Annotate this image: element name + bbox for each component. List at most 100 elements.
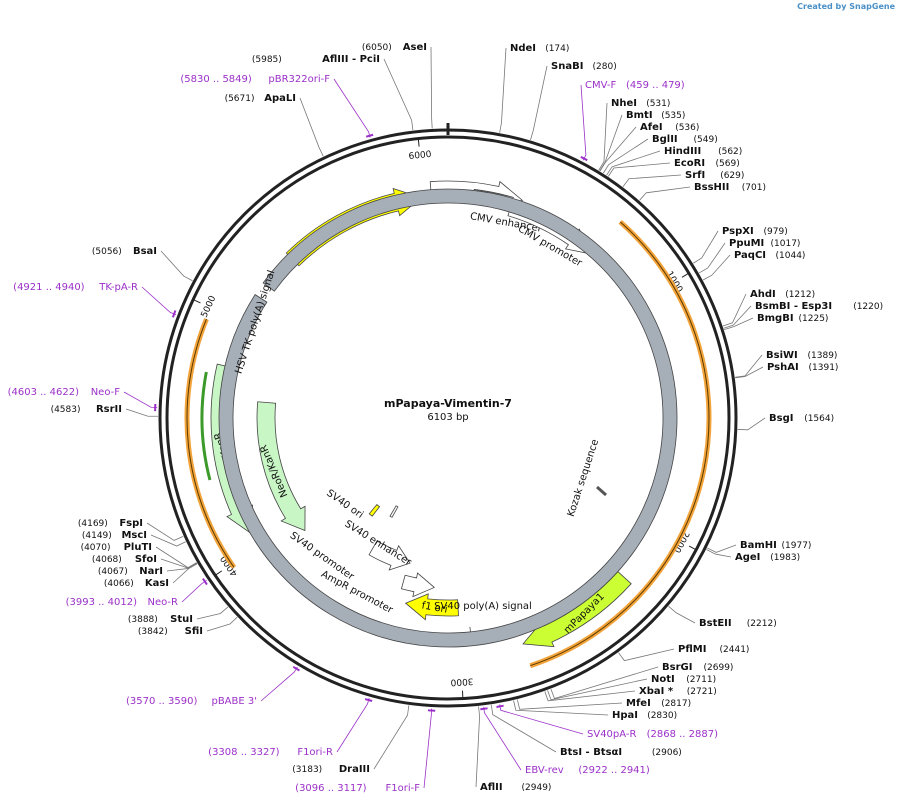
primer-leader <box>333 78 371 138</box>
primer-leader <box>483 706 522 771</box>
enzyme-name[interactable]: MfeI <box>626 698 651 709</box>
enzyme-leader <box>547 678 648 701</box>
orf-arc-line <box>186 318 235 568</box>
enzyme-name[interactable]: MscI <box>121 530 147 541</box>
enzyme-leader <box>299 97 324 157</box>
enzyme-name[interactable]: NotI <box>651 674 675 685</box>
enzyme-name[interactable]: AflIII - PciI <box>322 54 380 65</box>
enzyme-position: (5985) <box>252 55 282 65</box>
enzyme-name[interactable]: BsaI <box>133 246 157 257</box>
enzyme-name[interactable]: ApaLI <box>264 93 296 104</box>
enzyme-name[interactable]: BmtI <box>626 110 653 121</box>
primer-name[interactable]: EBV-rev <box>525 765 564 776</box>
enzyme-name[interactable]: PluTI <box>124 542 152 553</box>
enzyme-leader <box>724 317 754 331</box>
credit-brand: SnapGene <box>849 2 895 11</box>
enzyme-leader <box>723 305 752 329</box>
enzyme-name[interactable]: BmgBI <box>757 313 794 324</box>
primer-name[interactable]: Neo-F <box>91 387 121 398</box>
enzyme-name[interactable]: HindIII <box>664 146 701 157</box>
primer-range: (4603 .. 4622) <box>8 387 80 398</box>
primer-name[interactable]: pBABE 3' <box>211 696 257 707</box>
primer-name[interactable]: F1ori-R <box>297 747 333 758</box>
primer-range: (3096 .. 3117) <box>295 783 367 794</box>
enzyme-leader <box>722 293 747 327</box>
enzyme-name[interactable]: AfeI <box>640 122 663 133</box>
enzyme-name[interactable]: BsiWI <box>766 350 798 361</box>
enzyme-position: (1017) <box>771 239 801 249</box>
enzyme-position: (629) <box>720 171 744 181</box>
enzyme-position: (4169) <box>78 519 108 529</box>
enzyme-name[interactable]: HpaI <box>612 710 638 721</box>
enzyme-leader <box>150 534 186 547</box>
enzyme-name[interactable]: EcoRI <box>674 158 705 169</box>
cmv-gap <box>473 189 514 199</box>
enzyme-position: (4583) <box>51 405 81 415</box>
enzyme-name[interactable]: StuI <box>170 614 193 625</box>
enzyme-name[interactable]: PflMI <box>678 644 706 655</box>
enzyme-name[interactable]: BamHI <box>740 540 777 551</box>
primer-name[interactable]: SV40pA-R <box>587 729 636 740</box>
enzyme-name[interactable]: SrfI <box>685 170 705 181</box>
enzyme-position: (4067) <box>98 567 128 577</box>
primer-range: (3993 .. 4012) <box>66 597 138 608</box>
enzyme-name[interactable]: XbaI * <box>639 686 674 697</box>
primer-name[interactable]: F1ori-F <box>386 783 421 794</box>
primer-name[interactable]: TK-pA-R <box>98 282 138 293</box>
enzyme-position: (569) <box>716 159 740 169</box>
enzyme-leader <box>693 230 719 264</box>
enzyme-name[interactable]: SfiI <box>185 626 203 637</box>
enzyme-leader <box>737 417 766 431</box>
enzyme-name[interactable]: DraIII <box>339 764 370 775</box>
enzyme-leader <box>602 138 649 174</box>
enzyme-name[interactable]: FspI <box>119 518 143 529</box>
enzyme-position: (4068) <box>92 555 122 565</box>
enzyme-leader <box>530 65 548 141</box>
enzyme-name[interactable]: SnaBI <box>551 61 583 72</box>
tick-line <box>192 299 201 304</box>
enzyme-leader <box>622 174 682 187</box>
kozak-mark <box>596 485 607 497</box>
enzyme-name[interactable]: AhdI <box>750 289 776 300</box>
enzyme-name[interactable]: PspXI <box>722 226 754 237</box>
enzyme-name[interactable]: BstEII <box>699 618 732 629</box>
enzyme-name[interactable]: BglII <box>652 134 678 145</box>
enzyme-position: (536) <box>675 123 699 133</box>
enzyme-name[interactable]: AflII <box>480 782 503 793</box>
enzyme-name[interactable]: BsrGI <box>662 662 692 673</box>
primer-name[interactable]: CMV-F <box>585 80 616 91</box>
enzyme-leader <box>125 408 159 417</box>
enzyme-name[interactable]: BtsI - BtsαI <box>560 747 622 758</box>
enzyme-leader <box>735 366 764 379</box>
enzyme-position: (5671) <box>225 94 255 104</box>
sv40-ori-box <box>368 503 381 517</box>
f1-ori-arrow <box>404 593 459 621</box>
enzyme-leader <box>707 544 737 553</box>
enzyme-name[interactable]: PshAI <box>767 362 799 373</box>
enzyme-name[interactable]: PaqCI <box>734 250 766 261</box>
enzyme-leader <box>172 563 198 584</box>
primer-name[interactable]: Neo-R <box>148 597 179 608</box>
enzyme-name[interactable]: RsrII <box>96 404 122 415</box>
restriction-sites: AseI(6050)AflIII - PciI(5985)ApaLI(5671)… <box>51 42 884 793</box>
enzyme-name[interactable]: NarI <box>139 566 163 577</box>
enzyme-name[interactable]: NdeI <box>510 43 536 54</box>
enzyme-position: (701) <box>742 183 766 193</box>
enzyme-name[interactable]: AgeI <box>735 552 760 563</box>
enzyme-name[interactable]: BsmBI - Esp3I <box>755 301 832 312</box>
primer-name[interactable]: pBR322ori-F <box>268 74 330 85</box>
enzyme-name[interactable]: SfoI <box>135 554 157 565</box>
enzyme-name[interactable]: NheI <box>611 98 637 109</box>
enzyme-position: (1225) <box>799 314 829 324</box>
enzyme-name[interactable]: PpuMI <box>729 238 764 249</box>
enzyme-name[interactable]: AseI <box>403 42 427 53</box>
enzyme-name[interactable]: KasI <box>145 578 169 589</box>
enzyme-position: (549) <box>694 135 718 145</box>
enzyme-name[interactable]: BsgI <box>769 413 793 424</box>
enzyme-name[interactable]: BssHII <box>694 182 729 193</box>
enzyme-position: (1389) <box>808 351 838 361</box>
sv40-ori-label: SV40 ori <box>324 488 365 521</box>
primer-leader <box>499 704 584 735</box>
enzyme-position: (1212) <box>785 290 815 300</box>
